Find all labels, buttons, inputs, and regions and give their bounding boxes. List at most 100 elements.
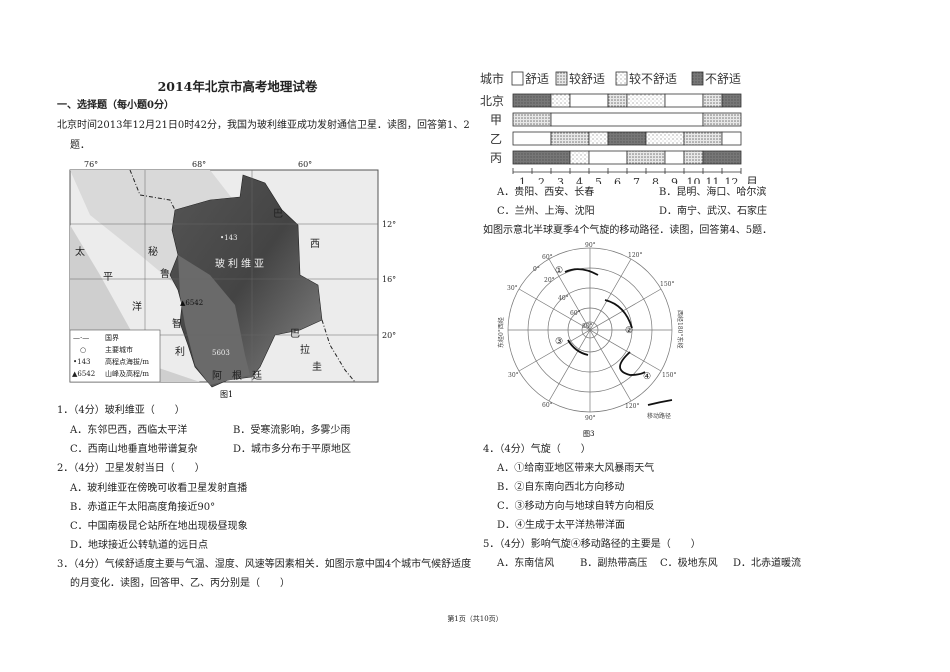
option-3c: C．兰州、上海、沈阳 (497, 206, 595, 217)
question-1: 1．（4分）玻利维亚（ ） (57, 405, 185, 416)
legend-label: 较不舒适 (629, 71, 677, 86)
lon-label: 60° (542, 254, 553, 261)
option-5d: D．北赤道暖流 (733, 558, 802, 569)
comfort-segment (512, 131, 552, 146)
comfort-segment (569, 150, 590, 165)
lat-label: 20° (382, 331, 396, 340)
x-tick-label: 9 (671, 176, 678, 184)
legend-arrow-icon (647, 399, 673, 406)
question-3: 3．（4分）气候舒适度主要与气温、湿度、风速等因素相关．如图示意中国4个城市气候… (57, 559, 472, 570)
place-label: 鲁 (160, 267, 170, 280)
option-5a: A．东南信风 (497, 558, 555, 569)
x-tick-label: 5 (595, 176, 602, 184)
place-label: 平 (103, 272, 113, 283)
x-unit: 月 (746, 175, 758, 184)
x-tick-label: 10 (687, 176, 701, 184)
legend-label: 山峰及高程/m (105, 369, 149, 378)
lon-label: 90° (585, 242, 596, 249)
x-tick-label: 2 (538, 176, 545, 184)
comfort-segment (626, 150, 666, 165)
x-tick-label: 4 (576, 176, 583, 184)
lon-label: 120° (625, 403, 639, 410)
legend-swatch (615, 71, 628, 86)
figure-caption: 图1 (220, 390, 233, 399)
lat-label: 12° (382, 220, 396, 229)
axis-label: 西经180°东经 (676, 310, 684, 348)
lat-label: 80° (582, 323, 593, 330)
option-1c: C．西南山地垂直地带谱复杂 (70, 444, 198, 455)
row-label: 乙 (490, 132, 502, 146)
question-3-cont: 的月变化．读图，回答甲、乙、丙分别是（ ） (70, 578, 290, 589)
option-4a: A．①给南亚地区带来大风暴雨天气 (497, 463, 655, 474)
cyclone-label: ④ (643, 372, 651, 382)
cyclone-label: ② (625, 326, 633, 336)
row-header: 城市 (480, 71, 504, 86)
option-2d: D．地球接近公转轨道的远日点 (70, 540, 209, 551)
legend-label: 舒适 (525, 72, 549, 86)
legend-swatch (691, 71, 704, 86)
row-label: 北京 (480, 94, 504, 108)
question-4: 4．（4分）气旋（ ） (483, 444, 591, 455)
lon-label: 60° (542, 402, 553, 409)
option-2a: A．玻利维亚在傍晚可收看卫星发射直播 (70, 483, 248, 494)
legend-label: 主要城市 (105, 345, 133, 354)
option-4d: D．④生成于太平洋热带洋面 (497, 520, 626, 531)
lon-label: 30° (507, 285, 518, 292)
comfort-segment (588, 150, 628, 165)
comfort-segment (664, 93, 704, 108)
option-3b: B．昆明、海口、哈尔滨 (659, 187, 767, 198)
x-tick-label: 8 (652, 176, 659, 184)
place-label: 阿 (212, 370, 222, 382)
lon-label: 90° (585, 415, 596, 422)
place-label: 玻利维亚 (215, 257, 267, 270)
comfort-segment (721, 131, 742, 146)
place-label: 巴 (273, 208, 283, 220)
option-3d: D．南宁、武汉、石家庄 (659, 206, 768, 217)
option-1b: B．受寒流影响，多雾少雨 (233, 425, 351, 436)
legend-label: 国界 (105, 334, 119, 342)
option-2c: C．中国南极昆仑站所在地出现极昼现象 (70, 521, 248, 532)
legend-label: 高程点海拔/m (105, 357, 149, 366)
x-tick-label: 6 (614, 176, 621, 184)
place-label: 圭 (312, 360, 322, 373)
comfort-segment (550, 131, 590, 146)
place-label: 利 (175, 346, 185, 358)
comfort-segment (702, 150, 742, 165)
comfort-segment (702, 93, 723, 108)
lat-label: 40° (558, 295, 569, 302)
place-label: 智 (172, 317, 182, 330)
option-4b: B．②自东南向西北方向移动 (497, 482, 625, 493)
intro-text-2: 如图示意北半球夏季4个气旋的移动路径．读图，回答第4、5题． (483, 225, 773, 236)
comfort-segment (588, 131, 609, 146)
cyclone-label: ③ (555, 337, 563, 347)
page-footer: 第1页（共10页） (447, 615, 503, 623)
comfort-segment (664, 150, 685, 165)
comfort-segment (512, 112, 552, 127)
place-label: 根 (232, 369, 242, 382)
cyclone-label: ① (555, 266, 563, 276)
page-title: 2014年北京市高考地理试卷 (157, 79, 318, 94)
legend-swatch (511, 71, 524, 86)
comfort-segment (512, 93, 552, 108)
legend-key: ○ (80, 346, 86, 354)
lon-label: 120° (628, 252, 642, 259)
peak-label: ▲6542 (180, 299, 203, 307)
place-label: 巴 (290, 328, 300, 340)
lon-label: 150° (662, 372, 676, 379)
comfort-segment (683, 131, 723, 146)
legend-key: ▲6542 (72, 370, 95, 378)
intro-text-cont: 题． (70, 140, 90, 151)
place-label: 秘 (148, 245, 158, 258)
axis-label: 东经0°西经 (497, 317, 505, 348)
option-2b: B．赤道正午太阳高度角接近90° (70, 502, 216, 513)
lat-label: 16° (382, 275, 396, 284)
option-4c: C．③移动方向与地球自转方向相反 (497, 501, 655, 512)
option-1a: A．东邻巴西，西临太平洋 (70, 425, 188, 436)
lon-label: 68° (192, 160, 206, 169)
row-label: 丙 (490, 151, 502, 165)
option-3a: A．贵阳、西安、长春 (497, 187, 595, 198)
question-5: 5．（4分）影响气旋④移动路径的主要是（ ） (483, 539, 701, 550)
x-tick-label: 11 (706, 176, 720, 184)
comfort-segment (626, 93, 666, 108)
